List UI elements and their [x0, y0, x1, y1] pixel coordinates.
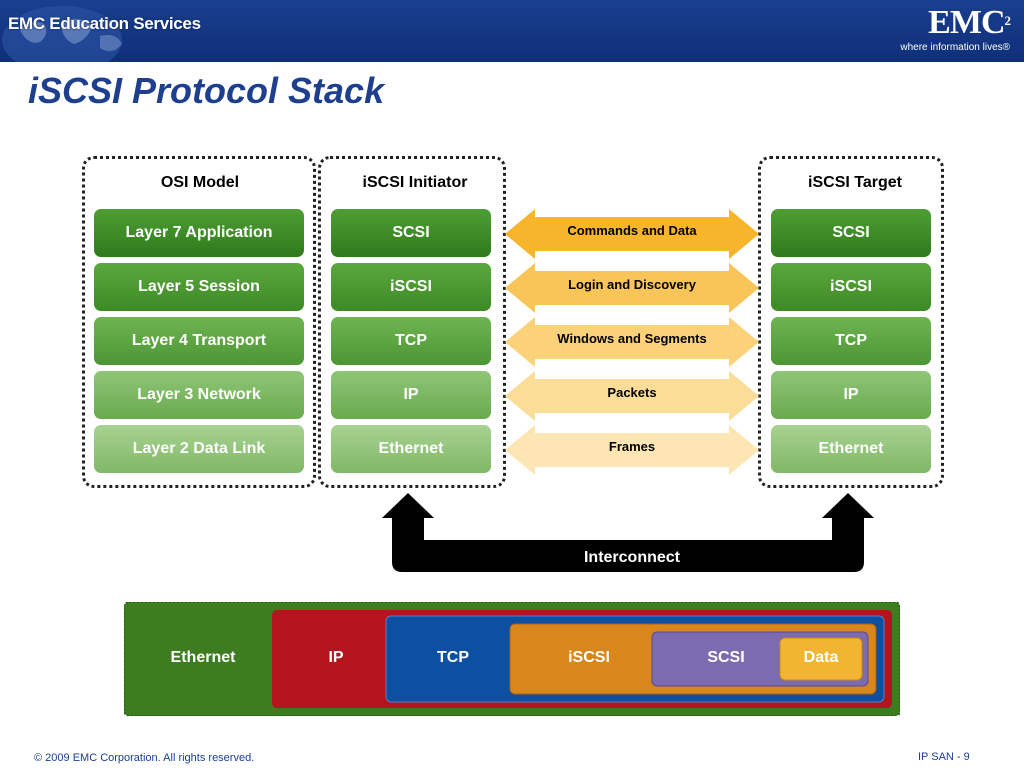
page-number: IP SAN - 9	[918, 751, 970, 763]
osi-layer: Layer 5 Session	[94, 263, 304, 311]
target-heading: iSCSI Target	[808, 174, 902, 191]
osi-layer: Layer 2 Data Link	[94, 425, 304, 473]
page-title: iSCSI Protocol Stack	[28, 70, 385, 111]
target-layer: SCSI	[771, 209, 931, 257]
globe-icon	[2, 6, 122, 62]
layer-label: TCP	[395, 332, 427, 349]
arrow-label: Login and Discovery	[568, 277, 696, 292]
initiator-layer: TCP	[331, 317, 491, 365]
layer-label: Layer 4 Transport	[131, 332, 267, 349]
double-arrow: Windows and Segments	[505, 317, 759, 367]
layer-label: Layer 2 Data Link	[132, 440, 266, 457]
layer-label: SCSI	[392, 224, 430, 241]
layer-label: iSCSI	[830, 278, 872, 295]
emc-logo: EMC2 where information lives®	[890, 4, 1011, 54]
layer-label: TCP	[835, 332, 867, 349]
header-bar: EMC Education Services EMC2 where inform…	[0, 0, 1024, 62]
double-arrow: Login and Discovery	[505, 263, 759, 313]
interconnect-arrow	[382, 493, 874, 572]
layer-label: Layer 5 Session	[138, 278, 260, 295]
osi-model-box	[82, 156, 316, 488]
interconnect-label: Interconnect	[583, 549, 680, 566]
osi-layer: Layer 7 Application	[94, 209, 304, 257]
layer-label: Layer 3 Network	[137, 386, 261, 403]
arrow-label: Packets	[607, 385, 657, 400]
osi-model-heading: OSI Model	[160, 174, 240, 191]
initiator-layer: IP	[331, 371, 491, 419]
initiator-layer: Ethernet	[331, 425, 491, 473]
encap-data: Data	[803, 649, 839, 666]
osi-layer: Layer 4 Transport	[94, 317, 304, 365]
layer-label: iSCSI	[390, 278, 432, 295]
encap-ip: IP	[328, 649, 344, 666]
target-box	[758, 156, 944, 488]
layer-label: IP	[403, 386, 419, 403]
emc-tagline: where information lives®	[900, 42, 1010, 53]
layer-label: Ethernet	[378, 440, 444, 457]
target-layer: TCP	[771, 317, 931, 365]
encap-ethernet: Ethernet	[170, 649, 236, 666]
encap-scsi: SCSI	[707, 649, 745, 666]
layer-label: Layer 7 Application	[125, 224, 273, 241]
initiator-heading: iSCSI Initiator	[362, 174, 468, 191]
initiator-layer: iSCSI	[331, 263, 491, 311]
layer-label: IP	[843, 386, 859, 403]
arrow-label: Windows and Segments	[557, 331, 707, 346]
arrow-label: Frames	[608, 439, 656, 454]
osi-layer: Layer 3 Network	[94, 371, 304, 419]
encapsulation-diagram: Ethernet IP TCP iSCSI SCSI Data	[123, 601, 901, 717]
target-layer: iSCSI	[771, 263, 931, 311]
layer-label: Ethernet	[818, 440, 884, 457]
initiator-layer: SCSI	[331, 209, 491, 257]
emc-logo-text: EMC	[928, 4, 1005, 41]
copyright-text: © 2009 EMC Corporation. All rights reser…	[34, 752, 255, 764]
target-layer: IP	[771, 371, 931, 419]
double-arrow: Commands and Data	[505, 209, 759, 259]
initiator-box	[318, 156, 506, 488]
encap-tcp: TCP	[437, 649, 469, 666]
layer-label: SCSI	[832, 224, 870, 241]
double-arrow: Frames	[505, 425, 759, 475]
target-layer: Ethernet	[771, 425, 931, 473]
encap-iscsi: iSCSI	[568, 649, 610, 666]
arrow-label: Commands and Data	[567, 223, 697, 238]
double-arrow: Packets	[505, 371, 759, 421]
education-services-logo: EMC Education Services	[8, 14, 201, 33]
emc-logo-sup: 2	[1004, 13, 1011, 28]
